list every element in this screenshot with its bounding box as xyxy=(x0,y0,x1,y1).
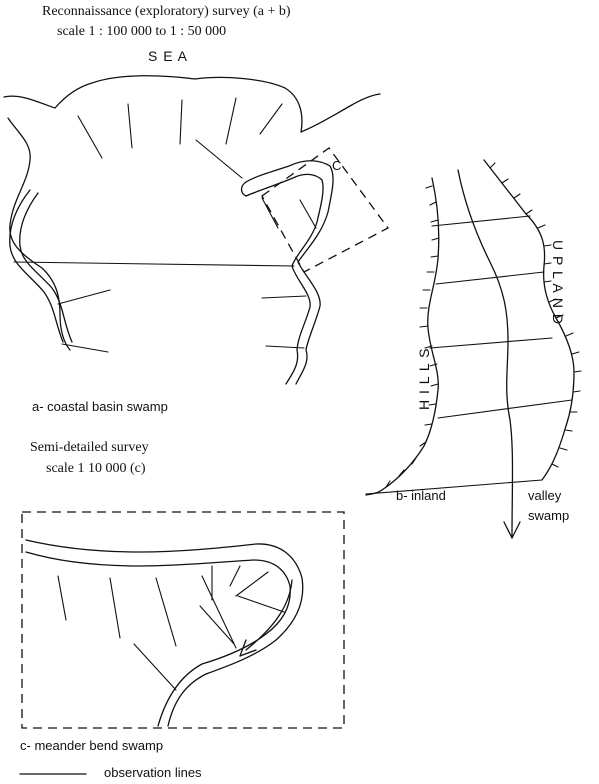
observation-line xyxy=(437,399,573,419)
survey-title: Reconnaissance (exploratory) survey (a +… xyxy=(42,4,291,19)
detail-area-c-label: C xyxy=(332,158,342,173)
observation-line xyxy=(195,139,243,179)
left-river-bank-1 xyxy=(9,189,64,343)
survey-scale: scale 1 : 100 000 to 1 : 50 000 xyxy=(57,24,227,39)
observation-line xyxy=(265,345,305,349)
meander-river-inner-bank xyxy=(25,551,291,727)
observation-line xyxy=(261,197,279,229)
observation-line xyxy=(155,577,177,647)
observation-line xyxy=(429,337,553,349)
semi-detailed-title: Semi-detailed survey xyxy=(30,440,149,455)
valley-stream xyxy=(457,169,514,539)
stream-arrow-head xyxy=(503,521,521,539)
left-river-bank-2 xyxy=(19,192,73,343)
basin-rim-line xyxy=(3,75,381,133)
hills-hachures xyxy=(385,185,440,488)
sea-label: S E A xyxy=(148,48,189,64)
hills-label: H I L L S xyxy=(416,347,432,410)
meander-bend-swamp-map xyxy=(21,511,345,729)
observation-line xyxy=(235,571,269,597)
observation-line xyxy=(199,605,235,645)
upland-hachures xyxy=(489,162,582,468)
detail-area-c-box xyxy=(261,147,389,273)
caption-b-part-1: b- inland xyxy=(396,488,446,503)
caption-a: a- coastal basin swamp xyxy=(32,399,168,414)
observation-line xyxy=(201,575,237,649)
meander-river-bank-1 xyxy=(245,160,334,385)
observation-line xyxy=(431,215,531,227)
inland-valley-swamp-map xyxy=(365,159,582,539)
observation-line xyxy=(133,643,177,691)
observation-line xyxy=(109,577,121,639)
river-flow-arrow-head xyxy=(239,639,257,657)
detail-area-c-frame xyxy=(21,511,345,729)
observation-line xyxy=(57,575,67,621)
observation-line xyxy=(179,99,183,145)
meander-river-bank-2 xyxy=(245,173,324,385)
meander-bend-tip xyxy=(240,181,247,197)
observation-line xyxy=(127,103,133,149)
observation-line xyxy=(77,115,103,159)
hills-valley-edge xyxy=(365,177,440,496)
basin-transect-line xyxy=(13,261,295,267)
basin-left-edge xyxy=(7,117,71,351)
observation-line xyxy=(299,199,317,229)
caption-b-part-2: valley xyxy=(528,488,562,503)
caption-c: c- meander bend swamp xyxy=(20,738,164,753)
observation-line xyxy=(61,343,109,353)
caption-b-part-3: swamp xyxy=(528,508,570,523)
observation-line xyxy=(57,289,111,305)
observation-line xyxy=(225,97,237,145)
observation-line xyxy=(261,295,307,299)
observation-line xyxy=(229,565,241,587)
upland-label: U P L A N D xyxy=(550,240,566,325)
legend-observation-lines-label: observation lines xyxy=(104,765,202,780)
meander-river-outer-bank xyxy=(25,539,304,727)
coastal-basin-swamp-map xyxy=(3,75,389,385)
observation-line xyxy=(259,103,283,135)
river-flow-line xyxy=(245,579,293,651)
observation-line xyxy=(237,595,285,613)
observation-line xyxy=(435,271,545,285)
semi-detailed-scale: scale 1 10 000 (c) xyxy=(46,461,146,476)
